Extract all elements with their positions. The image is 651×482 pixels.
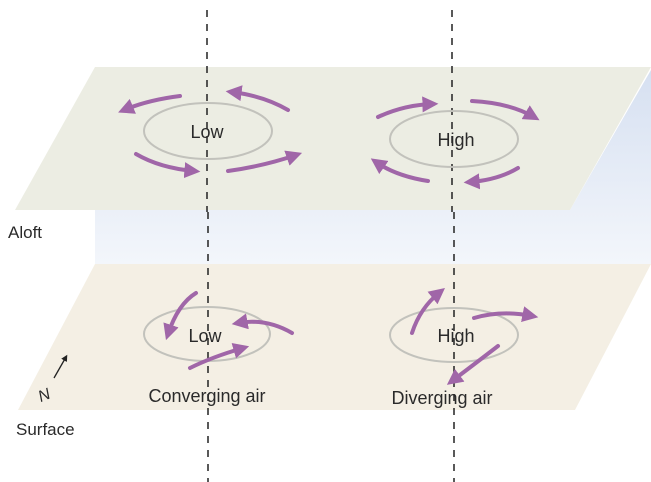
aloft-low-isobar [143,102,273,160]
atmosphere-side-shading [95,70,651,264]
aloft-low-arrow-1 [118,94,182,114]
surface-high-arrow-3 [446,344,500,385]
aloft-high-arrow-1 [376,96,439,119]
aloft-high-label: High [437,130,474,150]
converging-air-caption: Converging air [148,386,265,406]
aloft-high-arrow-2 [470,99,540,121]
surface-label: Surface [16,420,75,439]
surface-low-arrow-3 [188,342,250,370]
aloft-low-arrow-3 [134,152,201,179]
surface-low-arrow-2 [231,313,294,335]
surface-high-isobar [389,307,519,363]
aloft-label: Aloft [8,223,42,242]
aloft-low-label: Low [190,122,224,142]
aloft-low-arrow-2 [225,85,290,112]
surface-low-arrow-1 [163,291,198,341]
aloft-high-arrow-4 [463,166,520,190]
surface-high-arrow-1 [410,288,445,335]
aloft-high-arrow-3 [370,158,430,183]
aloft-high-isobar [389,110,519,168]
diverging-air-caption: Diverging air [391,388,492,408]
north-arrow-icon [53,354,68,379]
surface-high-arrow-2 [472,306,539,322]
aloft-plane [15,67,651,210]
surface-high-label: High [437,326,474,346]
aloft-low-arrow-4 [226,150,303,173]
surface-low-label: Low [188,326,222,346]
surface-plane [18,264,651,410]
